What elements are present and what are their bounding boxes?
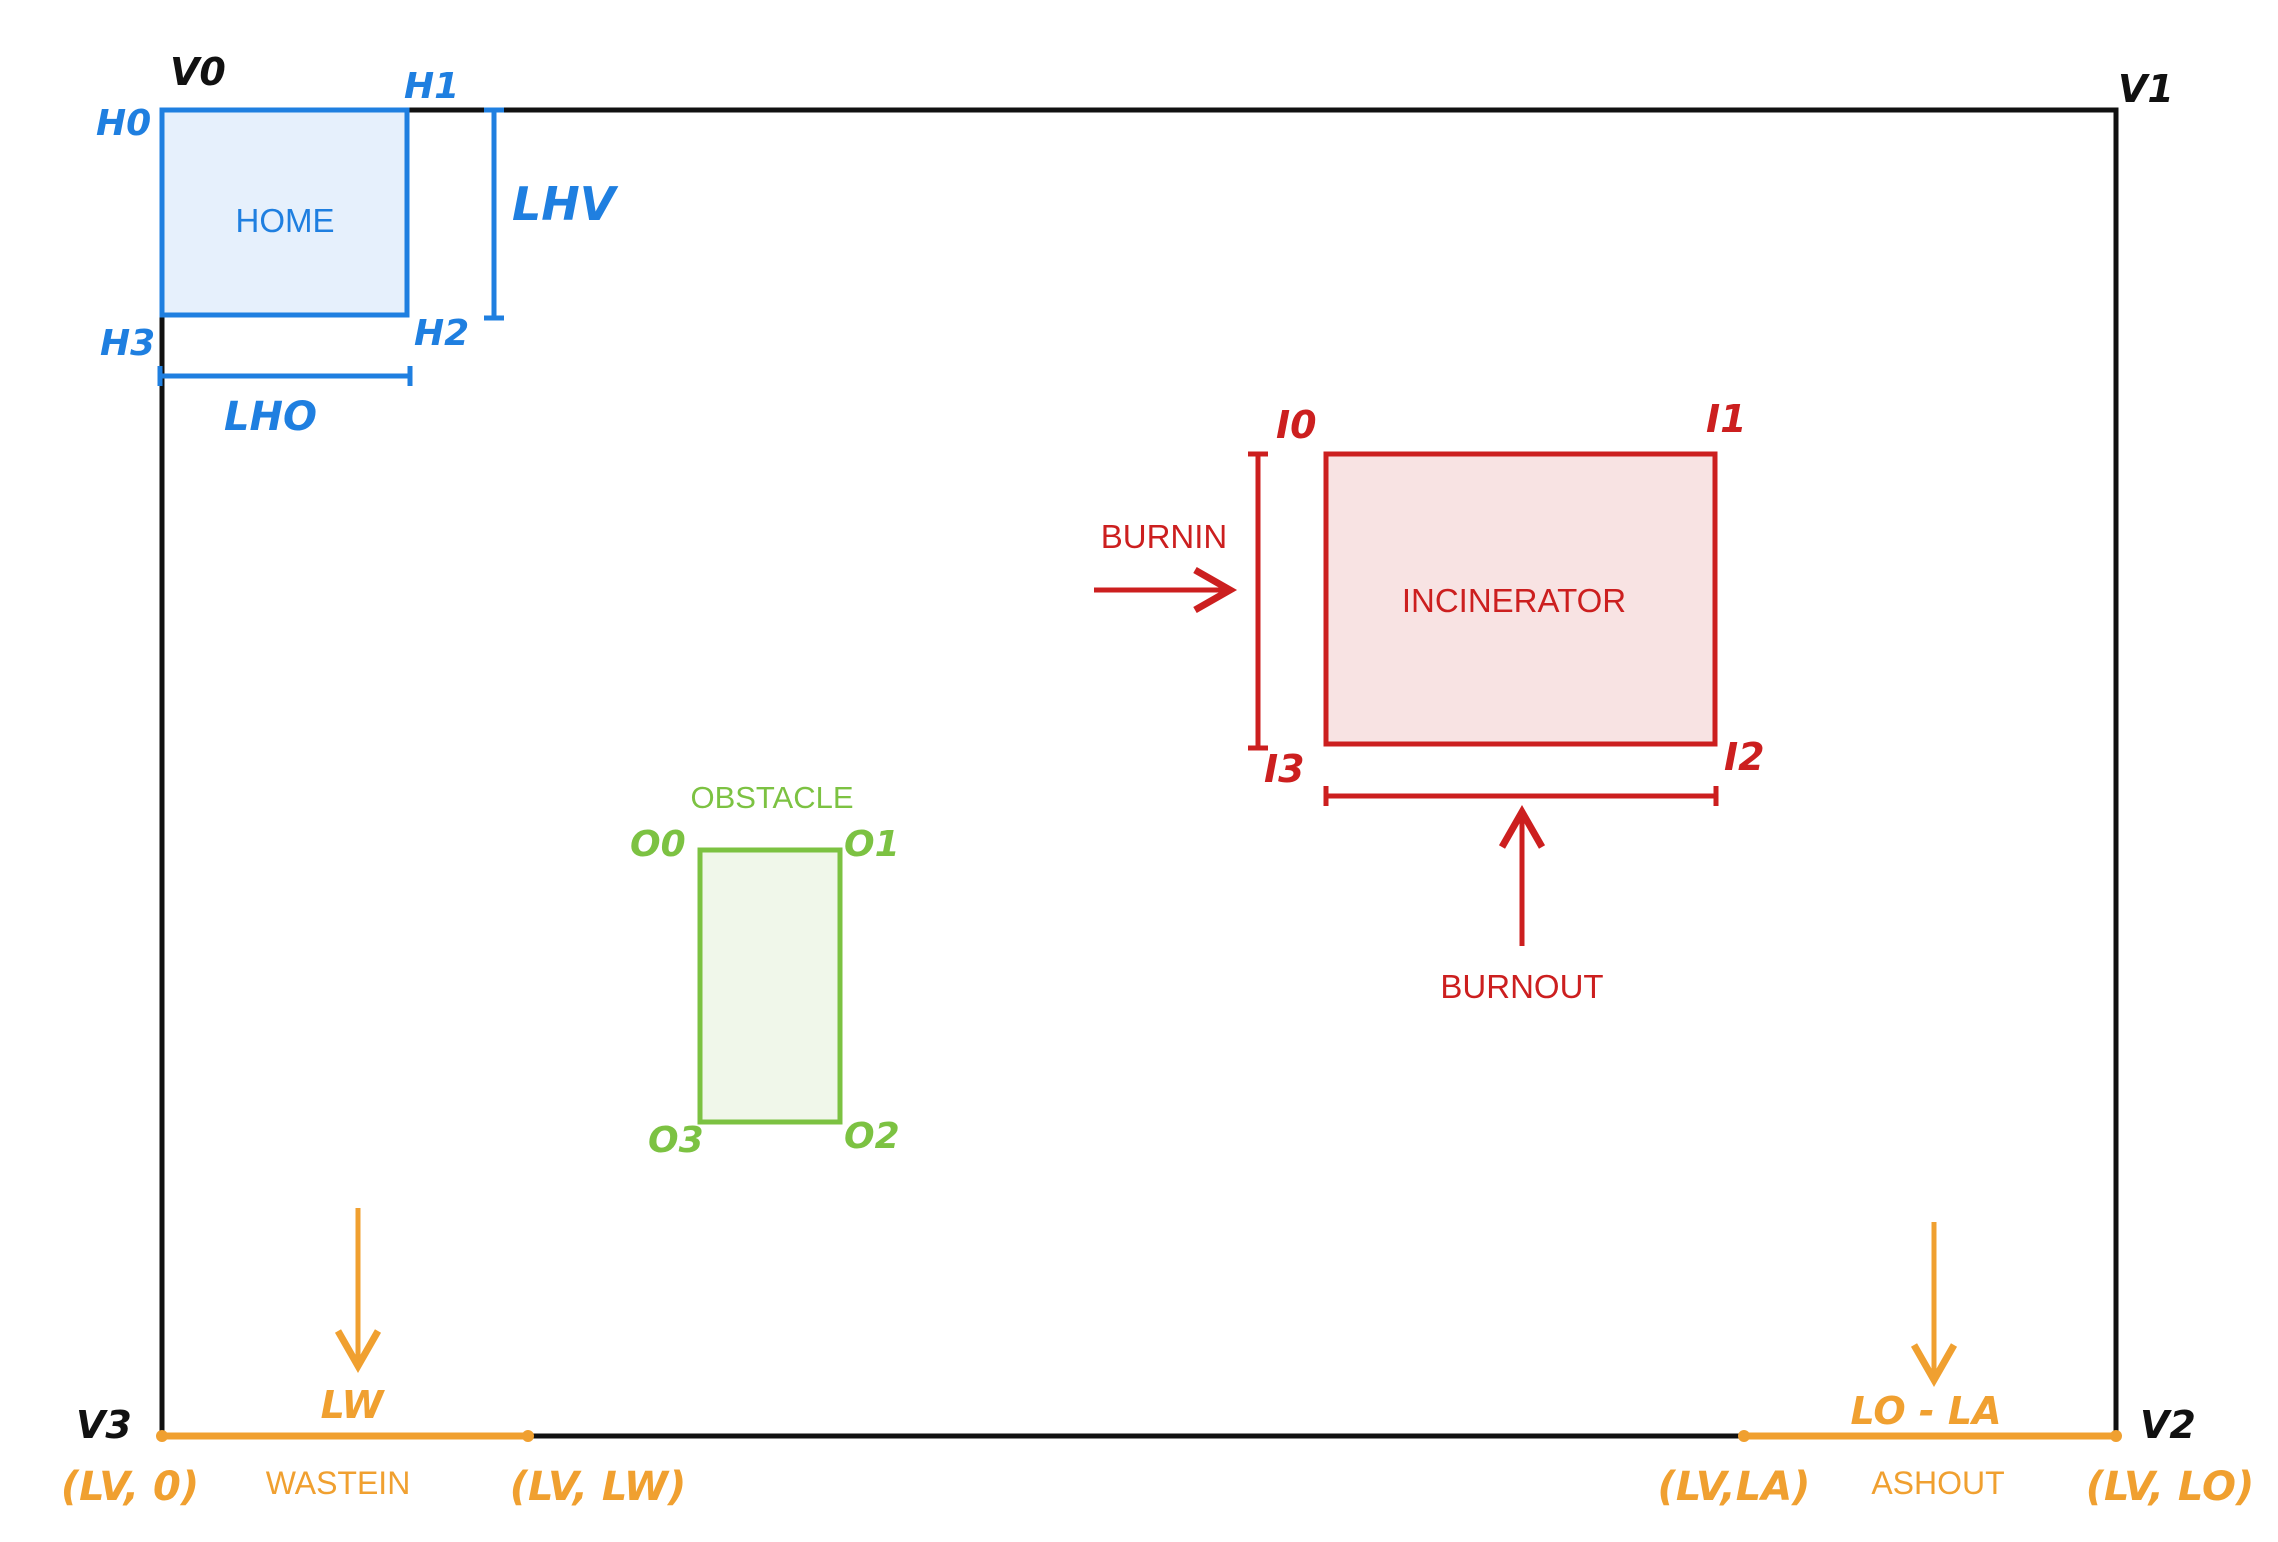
corner-label-v3: V3: [76, 1403, 132, 1447]
incinerator-corner-i1: I1: [1706, 397, 1747, 441]
incinerator-area: INCINERATOR I0 I1 I2 I3 BURNIN BURNOUT: [1094, 397, 1765, 1005]
wastein-label: WASTEIN: [266, 1465, 411, 1501]
obstacle-corner-o0: O0: [630, 824, 686, 865]
burnout-bracket: [1323, 786, 1719, 806]
home-corner-h0: H0: [96, 103, 151, 144]
obstacle-corner-o3: O3: [648, 1120, 704, 1161]
incinerator-corner-i0: I0: [1276, 403, 1317, 447]
obstacle-label: OBSTACLE: [690, 780, 853, 815]
home-corner-h1: H1: [404, 66, 459, 107]
home-vertical-dim-label: LHV: [512, 177, 619, 231]
home-corner-h2: H2: [414, 313, 469, 354]
wastein-end-label: (LV, LW): [510, 1464, 687, 1510]
ashout-segment: LO - LA ASHOUT (LV,LA) (LV, LO): [1658, 1222, 2254, 1510]
obstacle-rect: [697, 847, 843, 1125]
ashout-start-label: (LV,LA): [1658, 1464, 1811, 1510]
home-corner-h3: H3: [100, 323, 155, 364]
incinerator-corner-i3: I3: [1264, 747, 1305, 791]
obstacle-area: OBSTACLE O0 O1 O2 O3: [630, 780, 900, 1161]
ashout-label: ASHOUT: [1871, 1465, 2004, 1501]
boundary-outline: [159, 107, 2119, 1439]
burnout-label: BURNOUT: [1440, 968, 1603, 1005]
wastein-start-label: (LV, 0): [61, 1464, 199, 1510]
corner-label-v1: V1: [2118, 67, 2174, 111]
incinerator-corner-i2: I2: [1724, 735, 1765, 779]
home-rect: [159, 107, 410, 318]
incinerator-rect: [1323, 451, 1718, 747]
home-label: HOME: [236, 202, 335, 239]
obstacle-corner-o2: O2: [844, 1116, 900, 1157]
wastein-segment: LW WASTEIN (LV, 0) (LV, LW): [61, 1208, 686, 1510]
burnin-label: BURNIN: [1101, 518, 1228, 555]
ashout-length-label: LO - LA: [1850, 1389, 2001, 1433]
home-vertical-dimension: [484, 107, 504, 321]
home-horizontal-dim-label: LHO: [224, 394, 317, 440]
ashout-end-label: (LV, LO): [2086, 1464, 2254, 1510]
obstacle-corner-o1: O1: [844, 824, 900, 865]
home-area: HOME H0 H1 H2 H3 LHV LHO: [96, 66, 619, 440]
corner-label-v2: V2: [2140, 1403, 2196, 1447]
burnin-bracket: [1248, 451, 1268, 751]
wastein-length-label: LW: [321, 1383, 386, 1427]
home-horizontal-dimension: [157, 366, 413, 386]
incinerator-label: INCINERATOR: [1402, 582, 1626, 619]
corner-label-v0: V0: [170, 50, 226, 94]
